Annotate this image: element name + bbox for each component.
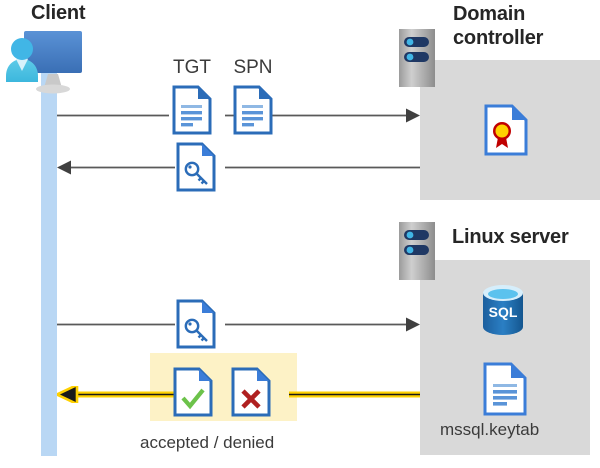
ticket-key-document-icon-2 xyxy=(176,299,216,349)
flow-linux-to-client-arrow xyxy=(57,386,420,403)
client-lifeline xyxy=(41,72,57,456)
flow-client-to-linux-arrow xyxy=(57,316,420,333)
domain-controller-title-line2: controller xyxy=(453,26,544,49)
domain-controller-title-line1: Domain xyxy=(453,3,526,25)
accepted-document-icon xyxy=(173,367,213,417)
sql-database-label: SQL xyxy=(489,304,518,320)
certificate-document-icon xyxy=(484,104,528,156)
client-title: Client xyxy=(31,2,86,24)
domain-controller-title: Domain controller xyxy=(453,3,599,50)
spn-label: SPN xyxy=(233,57,273,78)
result-caption: accepted / denied xyxy=(140,433,275,452)
linux-server-title: Linux server xyxy=(452,226,569,248)
ticket-key-document-icon-1 xyxy=(176,142,216,192)
keytab-filename-label: mssql.keytab xyxy=(440,420,540,439)
flow-dc-to-client-arrow xyxy=(57,159,420,176)
sql-database-icon: SQL xyxy=(479,283,527,337)
tgt-label: TGT xyxy=(173,57,211,78)
keytab-document-icon xyxy=(483,362,527,416)
client-workstation-icon xyxy=(4,24,96,96)
domain-controller-server-icon xyxy=(399,29,435,87)
tgt-document-icon xyxy=(172,85,212,135)
spn-document-icon xyxy=(233,85,273,135)
linux-server-icon xyxy=(399,222,435,280)
denied-document-icon xyxy=(231,367,271,417)
